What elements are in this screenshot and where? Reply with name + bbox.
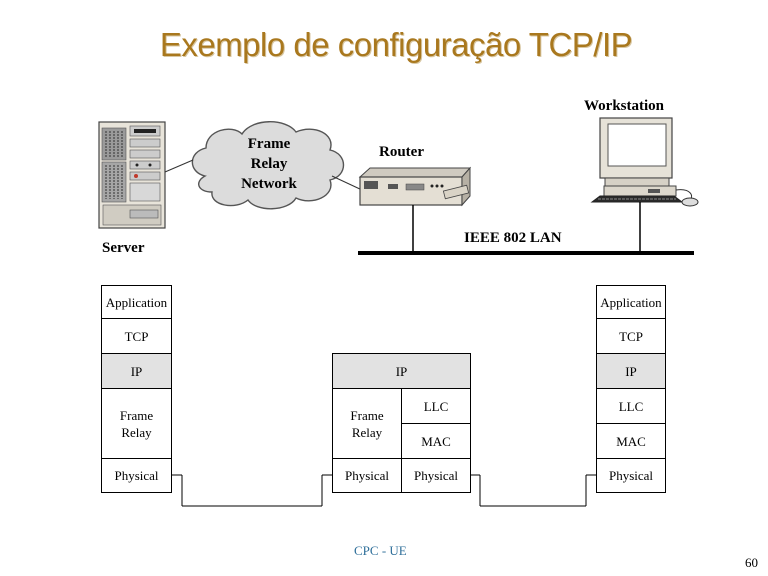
- router-layer-physical-right: Physical: [401, 458, 471, 493]
- lan-label: IEEE 802 LAN: [464, 230, 562, 246]
- server-icon: [98, 121, 166, 229]
- router-label: Router: [379, 144, 424, 160]
- server-label: Server: [102, 240, 145, 256]
- router-layer-ip: IP: [332, 353, 471, 389]
- router-layer-mac: MAC: [401, 423, 471, 459]
- frame-relay-cloud: [191, 121, 345, 210]
- workstation-layer-tcp: TCP: [596, 318, 666, 354]
- cloud-label: Frame Relay Network: [226, 134, 312, 194]
- router-layer-frame-relay: Frame Relay: [332, 388, 402, 459]
- cloud-label-line-1: Frame: [247, 136, 291, 152]
- server-layer-application: Application: [101, 285, 172, 319]
- workstation-layer-ip: IP: [596, 353, 666, 389]
- server-layer-tcp: TCP: [101, 318, 172, 354]
- workstation-layer-application: Application: [596, 285, 666, 319]
- page-number: 60: [745, 555, 758, 570]
- router-layer-llc: LLC: [401, 388, 471, 424]
- router-layer-physical-left: Physical: [332, 458, 402, 493]
- server-layer-ip: IP: [101, 353, 172, 389]
- router-icon: [358, 166, 472, 207]
- workstation-label: Workstation: [584, 98, 665, 114]
- server-cloud-link: [164, 159, 194, 173]
- server-layer-frame-relay: Frame Relay: [101, 388, 172, 459]
- cloud-router-link: [331, 175, 363, 191]
- footer-text: CPC - UE: [354, 543, 407, 558]
- physical-links: [172, 474, 596, 507]
- workstation-icon: [590, 117, 699, 207]
- slide-title: Exemplo de configuração TCP/IP: [159, 26, 633, 63]
- workstation-layer-llc: LLC: [596, 388, 666, 424]
- workstation-layer-mac: MAC: [596, 423, 666, 459]
- workstation-layer-physical: Physical: [596, 458, 666, 493]
- cloud-label-line-2: Relay: [250, 156, 288, 172]
- server-layer-physical: Physical: [101, 458, 172, 493]
- cloud-label-line-3: Network: [241, 176, 297, 192]
